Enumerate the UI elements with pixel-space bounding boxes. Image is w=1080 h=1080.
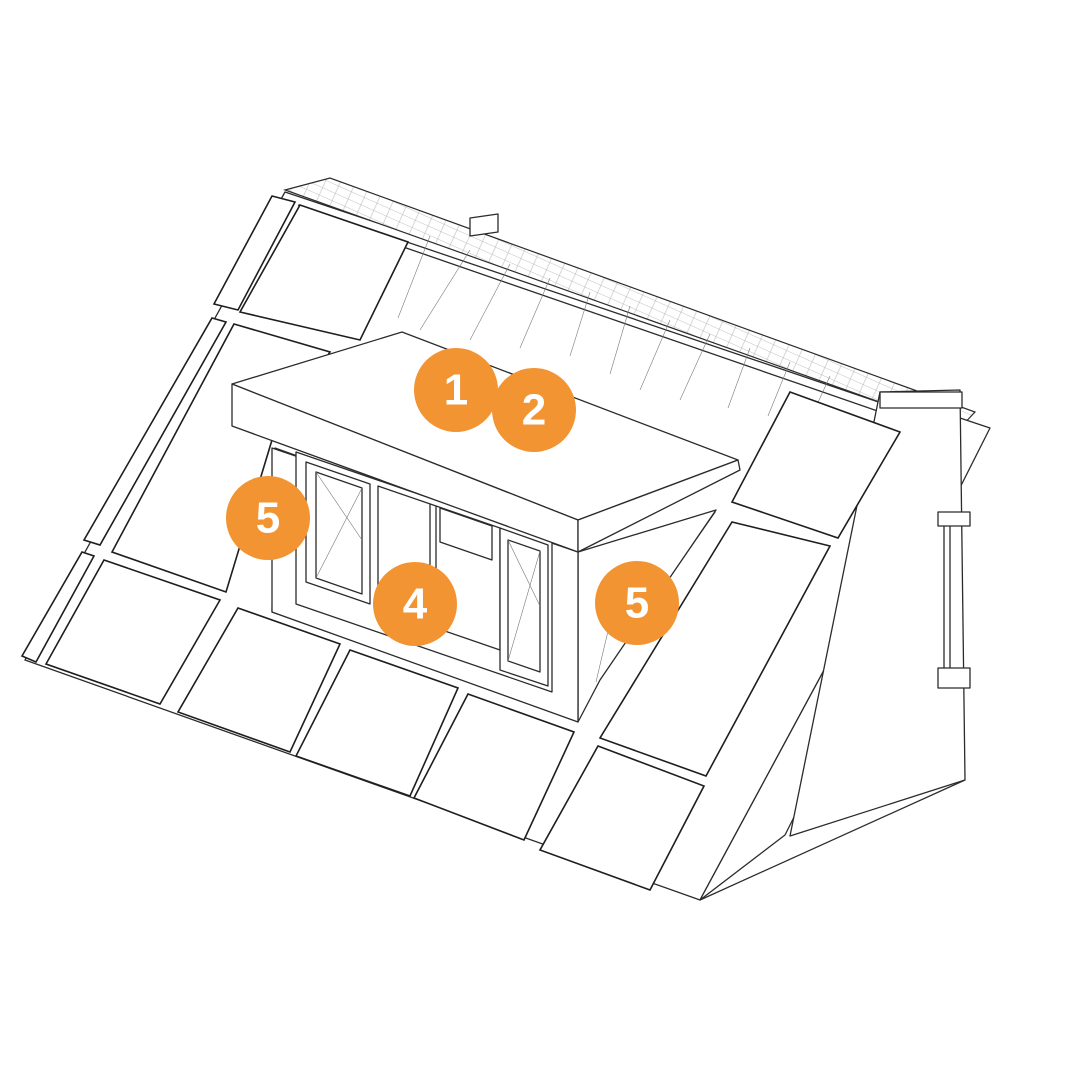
solar-panel <box>20 551 96 664</box>
solar-panel <box>598 521 832 777</box>
dormer <box>231 331 741 723</box>
callout-marker-4: 4 <box>373 562 457 646</box>
solar-panel <box>82 317 228 546</box>
callout-label-5-right: 5 <box>625 579 649 628</box>
callout-marker-5-right: 5 <box>595 561 679 645</box>
solar-panel <box>238 204 410 341</box>
callout-label-4: 4 <box>403 580 428 629</box>
solar-panels <box>20 195 902 891</box>
callout-label-2: 2 <box>522 386 546 435</box>
callout-marker-1: 1 <box>414 348 498 432</box>
gable-end <box>699 389 991 901</box>
solar-panel <box>294 649 460 797</box>
callout-marker-5-left: 5 <box>226 476 310 560</box>
solar-panel <box>412 693 576 842</box>
solar-panel <box>176 607 342 753</box>
solar-panel <box>44 559 222 705</box>
roof-hatch-lines <box>397 235 831 421</box>
callout-marker-2: 2 <box>492 368 576 452</box>
callout-label-5-left: 5 <box>256 494 280 543</box>
callout-label-1: 1 <box>444 366 468 415</box>
solar-panel <box>212 195 297 311</box>
solar-panel <box>730 391 902 539</box>
callout-markers: 1 2 5 4 5 <box>226 348 679 646</box>
solar-panel <box>538 745 706 891</box>
